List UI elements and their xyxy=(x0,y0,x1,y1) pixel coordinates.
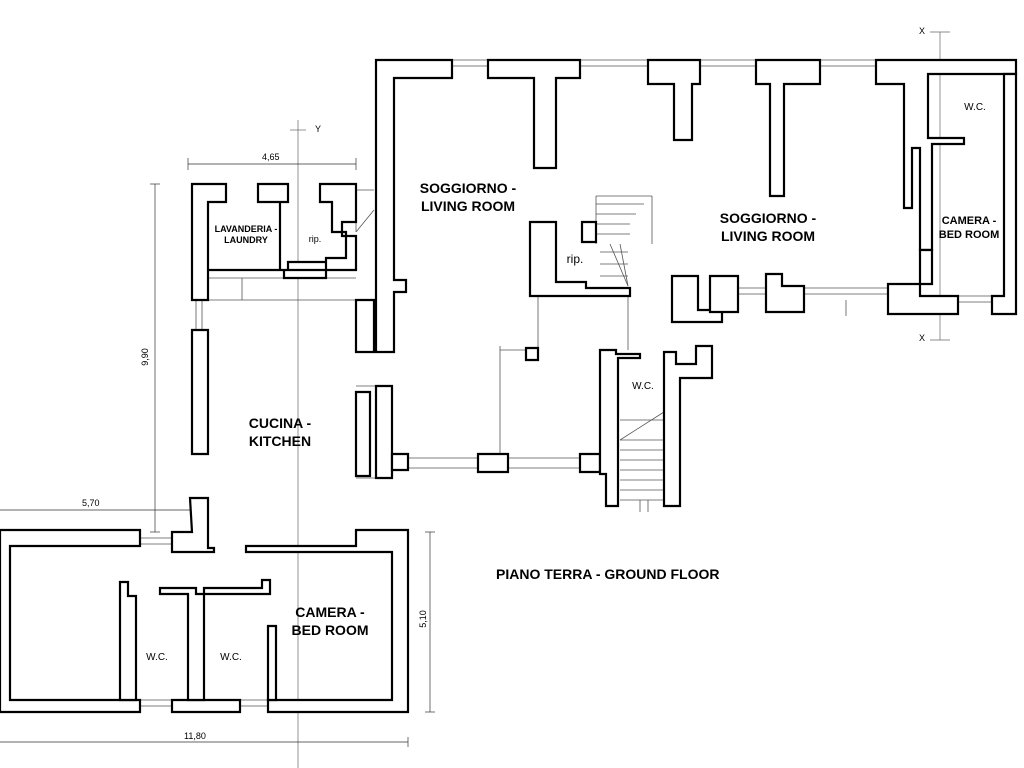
bedroom-right-line-2: BED ROOM xyxy=(938,228,1000,241)
wall-small-square xyxy=(524,346,540,362)
wall-wc-center-right xyxy=(662,344,714,508)
wall-pier-a xyxy=(708,274,740,314)
wall-kitchen-left-upper xyxy=(190,328,210,456)
kitchen-line-2: KITCHEN xyxy=(248,432,312,449)
room-label-living-1: SOGGIORNO - LIVING ROOM xyxy=(398,180,538,215)
wall-laundry-top xyxy=(190,182,358,302)
room-label-wc-bottom-left: W.C. xyxy=(146,652,168,663)
room-label-storage-living: rip. xyxy=(566,252,584,266)
wall-kitchen-bottom-left xyxy=(170,496,216,554)
dim-left-offset: 5,70 xyxy=(82,498,100,508)
room-label-living-2: SOGGIORNO - LIVING ROOM xyxy=(698,210,838,245)
wall-bottom-house-outer xyxy=(0,528,142,714)
living-1-line-1: SOGGIORNO - xyxy=(419,180,517,196)
living-2-line-2: LIVING ROOM xyxy=(720,227,816,244)
living-1-line-2: LIVING ROOM xyxy=(420,197,516,214)
axis-y-top-label: Y xyxy=(315,124,322,134)
room-label-kitchen: CUCINA - KITCHEN xyxy=(230,415,330,450)
wall-kitchen-right xyxy=(354,298,376,354)
room-label-storage-top: rip. xyxy=(308,234,322,244)
wall-right-bottom xyxy=(886,282,960,316)
plan-title: PIANO TERRA - GROUND FLOOR xyxy=(496,566,720,582)
wall-main-right-top xyxy=(374,58,454,354)
wall-right-side xyxy=(990,72,1018,316)
bedroom-bottom-line-2: BED ROOM xyxy=(291,621,369,638)
laundry-line-2: LAUNDRY xyxy=(224,235,268,246)
walls xyxy=(0,58,1018,714)
wall-pier-b xyxy=(764,272,806,314)
wall-rip-living xyxy=(528,220,632,298)
wall-bedroom-inner xyxy=(266,624,278,702)
wall-kitchen-right-lower xyxy=(354,390,372,478)
wall-bottom-house-right xyxy=(244,528,410,714)
dim-bottom-height: 5,10 xyxy=(417,610,428,628)
room-label-wc-center: W.C. xyxy=(632,381,654,392)
room-label-bedroom-right: CAMERA - BED ROOM xyxy=(932,215,1006,243)
room-label-bedroom-bottom: CAMERA - BED ROOM xyxy=(270,604,390,639)
wall-wc-divider-mid xyxy=(158,586,206,702)
thin-lines xyxy=(1,59,992,707)
dim-kitchen-height: 9,90 xyxy=(139,348,150,366)
wall-top-pier-3 xyxy=(754,58,822,198)
wall-living-bottom-1 xyxy=(390,452,410,472)
dim-top-width: 4,65 xyxy=(262,152,280,162)
room-label-wc-bottom-middle: W.C. xyxy=(220,652,242,663)
wall-top-pier-1 xyxy=(486,58,582,170)
wall-bedroom-inner-left xyxy=(918,248,934,286)
room-label-laundry: LAVANDERIA - LAUNDRY xyxy=(206,224,286,247)
axis-x-bottom-label: X xyxy=(919,333,926,343)
wall-bottom-house-bottom-mid xyxy=(170,698,242,714)
wall-living-bottom-2 xyxy=(476,452,510,474)
axis-lines xyxy=(290,31,950,768)
kitchen-line-1: CUCINA - xyxy=(248,415,312,431)
axis-x-top-label: X xyxy=(919,26,926,36)
wall-living-bottom-3 xyxy=(578,452,602,474)
living-2-line-1: SOGGIORNO - xyxy=(719,210,817,226)
wall-top-pier-2 xyxy=(646,58,702,142)
laundry-line-1: LAVANDERIA - xyxy=(214,224,278,234)
bedroom-right-line-1: CAMERA - xyxy=(941,215,997,227)
room-label-wc-top-right: W.C. xyxy=(964,102,986,113)
wall-living-lower-left xyxy=(374,384,394,480)
wall-wc-divider-right xyxy=(202,578,272,596)
wall-wc-center xyxy=(598,348,642,508)
dim-bottom-width: 11,80 xyxy=(184,731,206,741)
wall-rip-small xyxy=(580,220,598,244)
bedroom-bottom-line-1: CAMERA - xyxy=(295,604,365,620)
wall-wc-divider-left xyxy=(118,580,138,702)
